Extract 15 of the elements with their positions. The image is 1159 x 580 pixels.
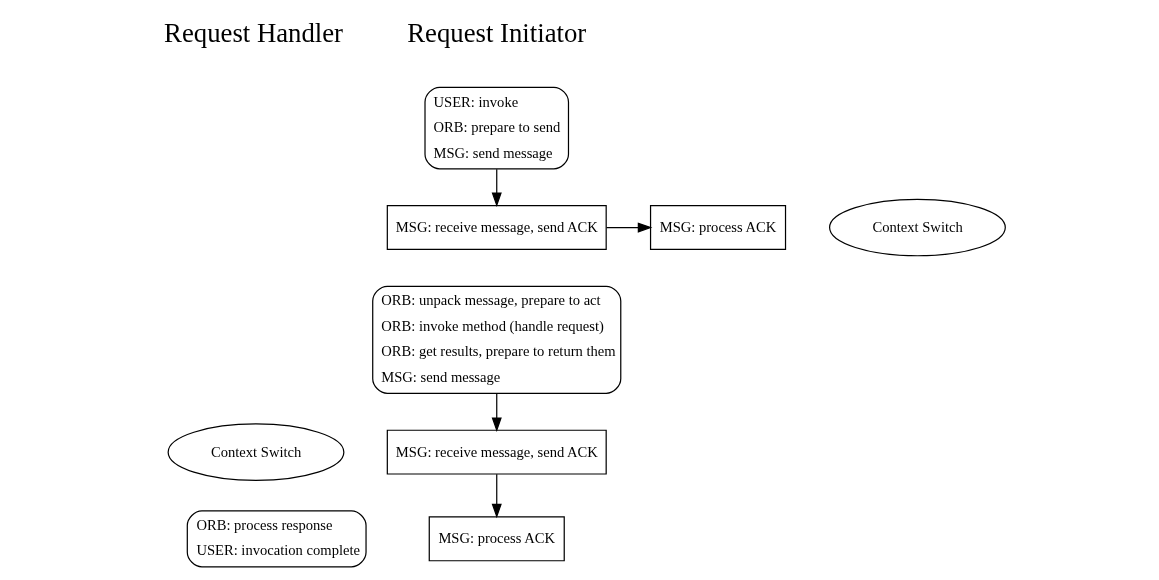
node-box: USER: invoke ORB: prepare to send MSG: send message: [424, 86, 570, 170]
label: Request Handler: [164, 17, 344, 48]
node-box: ORB: process response USER: invocation complete: [186, 510, 367, 568]
node-box: MSG: process ACK: [428, 516, 565, 562]
arrow: [491, 392, 502, 432]
node-box: MSG: receive message, send ACK: [386, 205, 607, 251]
node-ellipse: Context Switch: [167, 423, 345, 481]
arrow: [491, 168, 502, 208]
node-box: MSG: receive message, send ACK: [386, 429, 607, 475]
node-box: MSG: process ACK: [649, 205, 787, 251]
node-box: ORB: unpack message, prepare to act ORB: invoke method (handle request) ORB: get results, prepare to return them MSG: send message: [372, 285, 622, 394]
arrow: [605, 222, 653, 233]
node-ellipse: Context Switch: [829, 198, 1006, 257]
label: Request Initiator: [407, 17, 587, 48]
arrow: [491, 473, 502, 519]
